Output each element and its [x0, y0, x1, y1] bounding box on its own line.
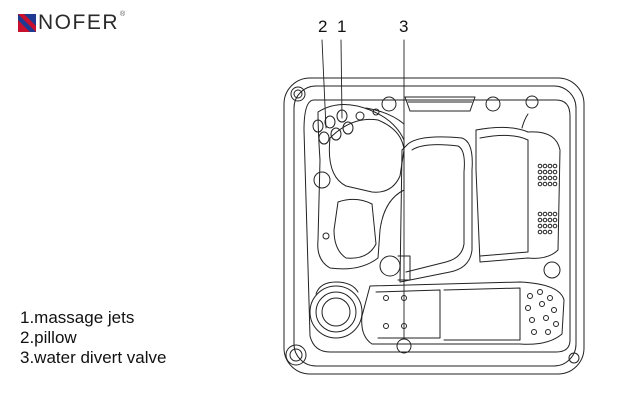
- brand-name: NOFER: [38, 11, 119, 34]
- side-jet: [313, 171, 331, 189]
- legend-item-water-divert-valve: 3.water divert valve: [20, 348, 167, 367]
- brand-logo: NOFER ®: [18, 10, 125, 40]
- corner-cup-holder-br: [568, 352, 580, 364]
- callout-leader-lines: [321, 39, 405, 339]
- legend-item-massage-jets: 1.massage jets: [20, 308, 135, 327]
- callout-number-divert-valve: 3: [399, 17, 409, 36]
- massage-jet: [324, 115, 336, 129]
- massage-jet: [318, 131, 330, 145]
- corner-cup-holder-tl: [290, 86, 306, 102]
- brand-registered-mark: ®: [120, 11, 126, 18]
- legend: 1.massage jets 2.pillow 3.water divert v…: [20, 308, 166, 368]
- lounger-cushion: [333, 198, 377, 259]
- water-divert-valve: [379, 255, 401, 277]
- lounger-seat: [317, 104, 405, 270]
- rim-control-left: [381, 96, 397, 112]
- right-bench-seat: [475, 126, 561, 263]
- lower-bench-seat: [361, 281, 565, 345]
- corner-cup-holder-bl: [285, 344, 307, 366]
- side-jet: [543, 261, 561, 279]
- tub-basin: [303, 99, 571, 353]
- callout-number-massage-jets: 1: [337, 17, 347, 36]
- drain: [396, 338, 412, 354]
- lower-right-jet-cluster: [525, 289, 559, 335]
- pillow: [328, 118, 405, 193]
- right-jet-array: [537, 163, 558, 235]
- massage-jet: [342, 121, 354, 135]
- callout-number-pillow: 2: [318, 17, 328, 36]
- tub-rim: [293, 85, 577, 367]
- rim-skimmer: [404, 96, 476, 112]
- massage-jet: [312, 119, 324, 133]
- nofer-logo-mark-icon: [18, 14, 36, 32]
- center-seat: [399, 136, 473, 283]
- tub-outer-shell: [283, 77, 585, 375]
- massage-jet: [330, 127, 342, 141]
- rim-control-right: [485, 96, 501, 112]
- legend-item-pillow: 2.pillow: [20, 328, 77, 347]
- filter-housing: [309, 285, 363, 339]
